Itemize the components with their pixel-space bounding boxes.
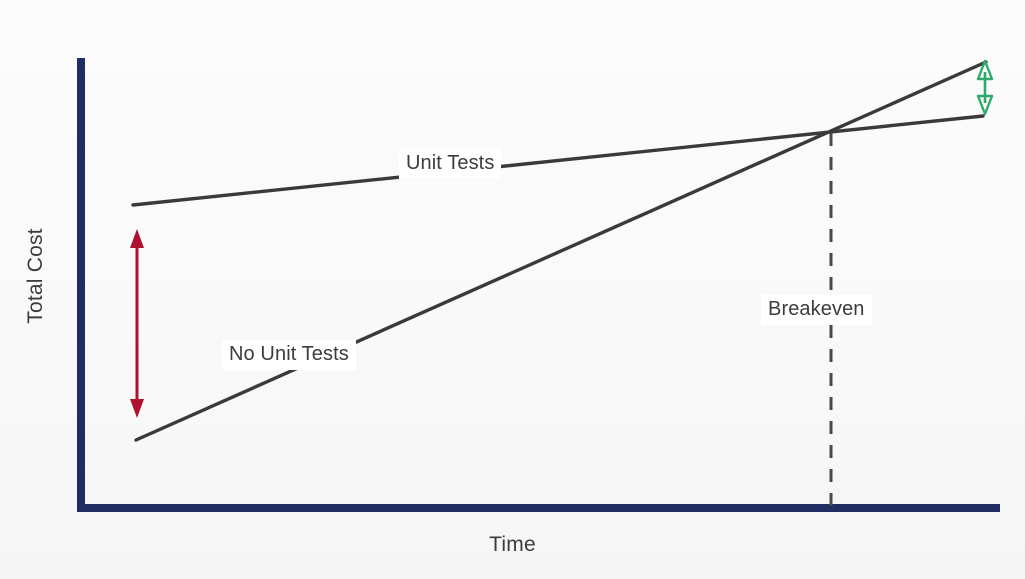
x-axis-label: Time	[489, 533, 536, 556]
series-label-no-unit-tests: No Unit Tests	[222, 340, 356, 370]
red-cost-gap-arrow	[130, 229, 144, 418]
series-label-unit-tests: Unit Tests	[399, 149, 502, 179]
series-line-no-unit-tests	[134, 60, 988, 442]
annotation-label-breakeven: Breakeven	[761, 295, 872, 325]
y-axis-label: Total Cost	[24, 228, 47, 324]
series-line-unit-tests	[131, 114, 985, 207]
green-savings-gap-arrow	[976, 59, 994, 116]
